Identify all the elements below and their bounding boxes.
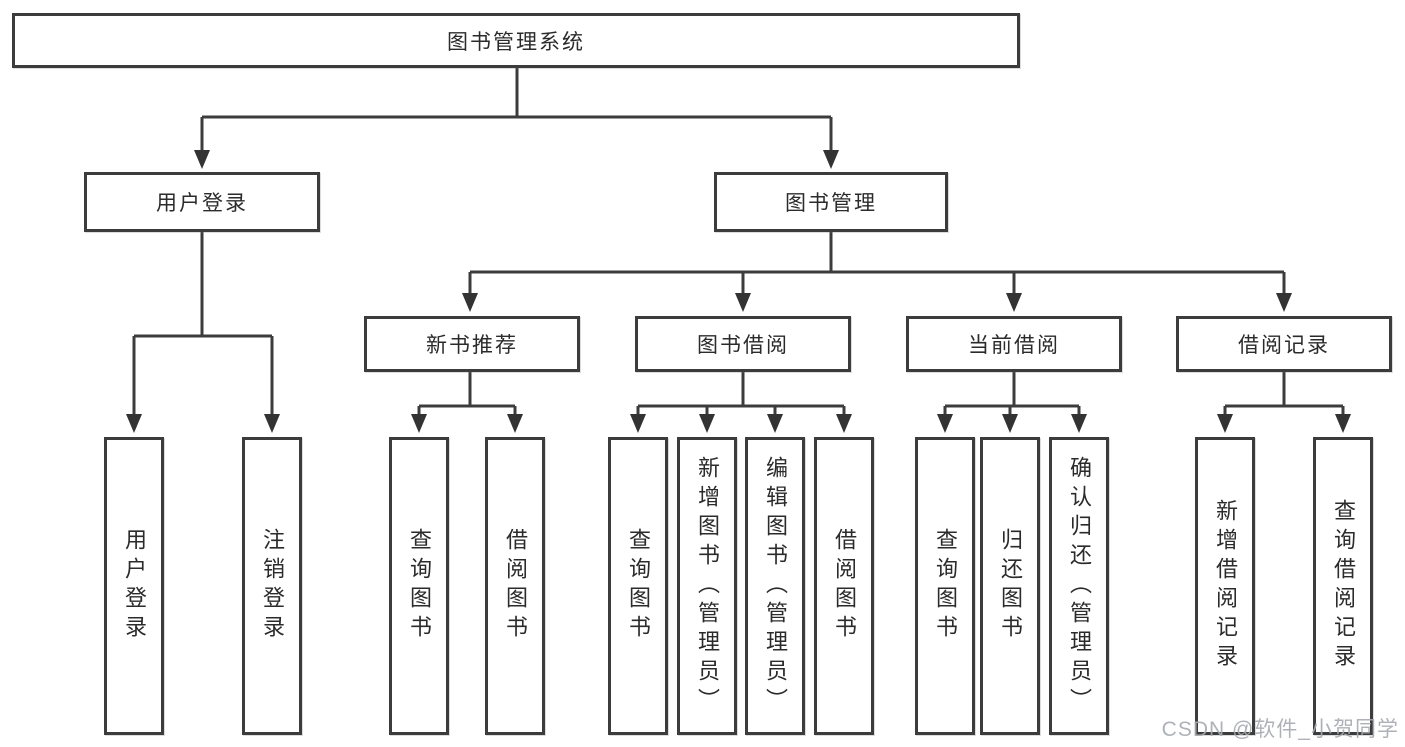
connector-current-borrowing-to-leaves xyxy=(937,372,1087,433)
node-leaf-query-books-recommend: 查询图书 xyxy=(389,437,449,735)
node-leaf-add-book-admin: 新增图书（管理员） xyxy=(677,437,737,735)
node-borrowing-records: 借阅记录 xyxy=(1176,316,1392,372)
node-book-management: 图书管理 xyxy=(714,172,948,232)
node-leaf-user-login: 用户登录 xyxy=(104,437,164,735)
connector-user-login-to-leaves xyxy=(126,232,280,433)
csdn-watermark: CSDN @软件_小贺同学 xyxy=(1161,718,1399,741)
node-new-book-recommendation: 新书推荐 xyxy=(364,316,580,372)
node-book-borrowing: 图书借阅 xyxy=(635,316,851,372)
node-leaf-borrow-books-recommend: 借阅图书 xyxy=(485,437,545,735)
node-leaf-logout: 注销登录 xyxy=(242,437,302,735)
node-leaf-return-book: 归还图书 xyxy=(980,437,1040,735)
connector-new-book-recommendation-to-leaves xyxy=(411,372,523,433)
node-leaf-borrow-books-borrowing: 借阅图书 xyxy=(814,437,874,735)
node-current-borrowing: 当前借阅 xyxy=(906,316,1122,372)
connector-borrowing-records-to-leaves xyxy=(1217,372,1351,433)
connector-book-borrowing-to-leaves xyxy=(630,372,852,433)
node-leaf-edit-book-admin: 编辑图书（管理员） xyxy=(745,437,805,735)
node-leaf-confirm-return-admin: 确认归还（管理员） xyxy=(1049,437,1109,735)
node-leaf-query-books-current: 查询图书 xyxy=(915,437,975,735)
node-leaf-add-borrow-record: 新增借阅记录 xyxy=(1195,437,1255,735)
node-leaf-query-borrow-record: 查询借阅记录 xyxy=(1313,437,1373,735)
node-leaf-query-books-borrowing: 查询图书 xyxy=(608,437,668,735)
connector-root-to-level2 xyxy=(194,68,839,169)
node-user-login: 用户登录 xyxy=(84,172,320,232)
node-library-management-system: 图书管理系统 xyxy=(12,13,1020,68)
connector-book-management-to-level3 xyxy=(462,232,1292,312)
